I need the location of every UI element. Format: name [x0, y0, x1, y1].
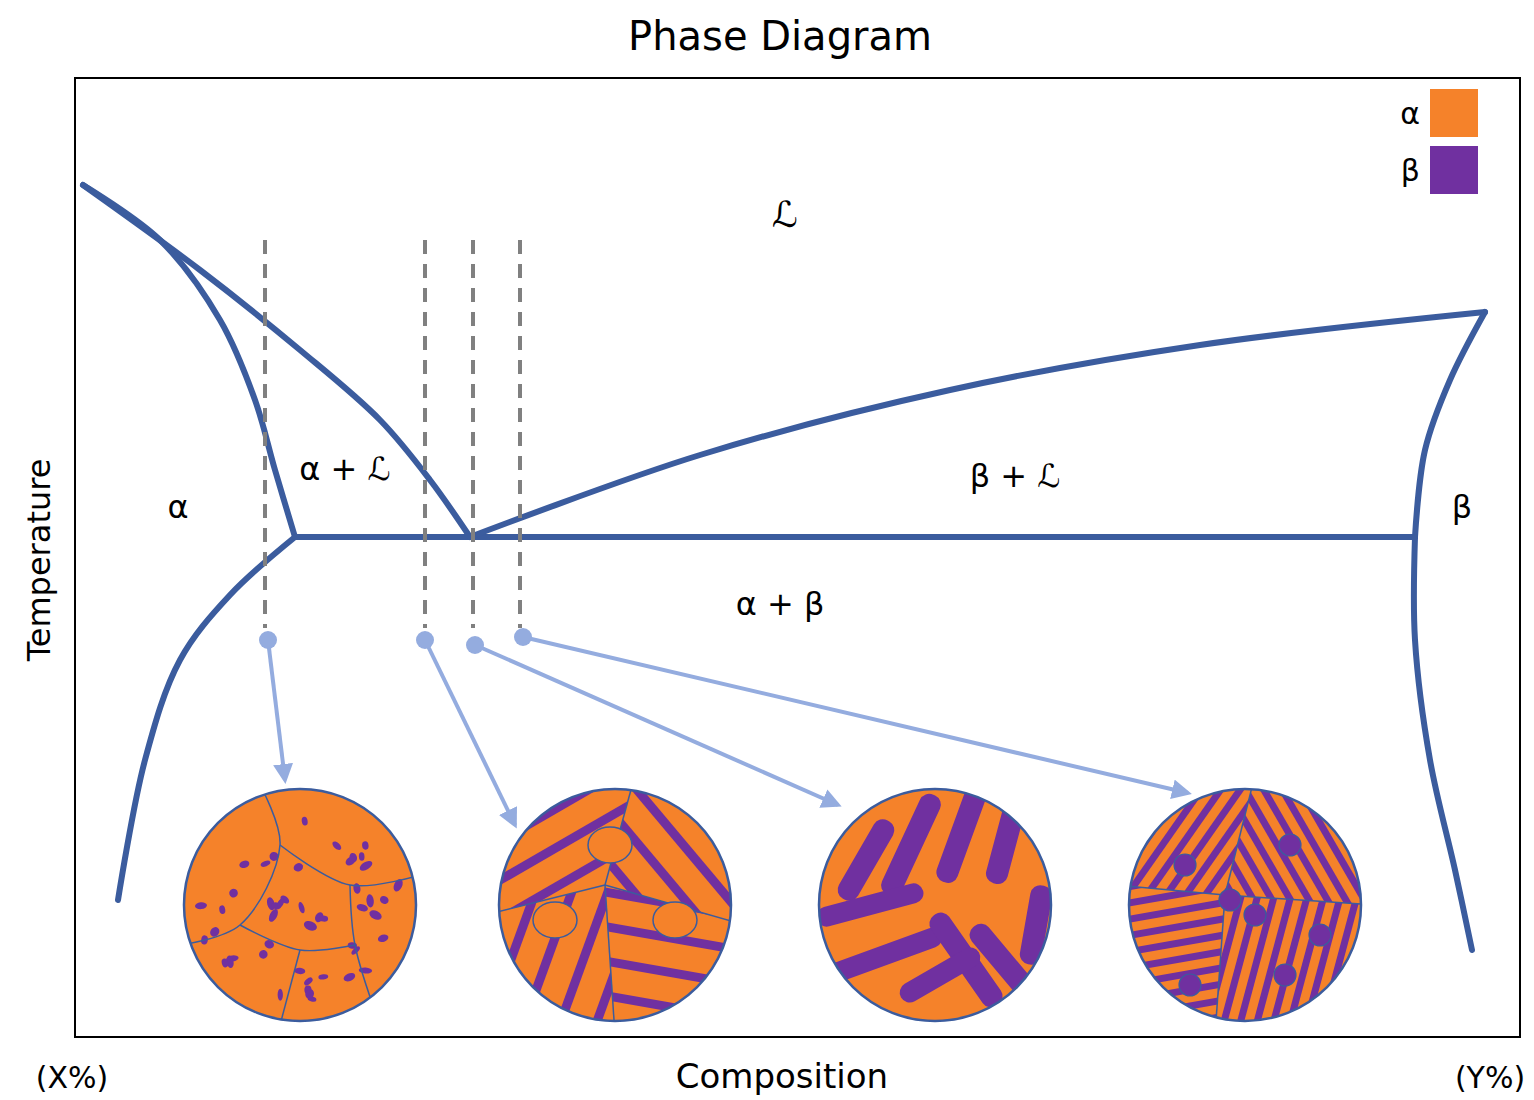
hypereutectic-micrograph	[987, 647, 1507, 1100]
phase-boundary	[1415, 312, 1485, 537]
composition-dot	[416, 631, 434, 649]
axis-end-label: (Y%)	[1455, 1061, 1525, 1094]
phase-boundary	[470, 312, 1485, 537]
phase-label: α	[167, 490, 188, 525]
phase-label: ℒ	[772, 195, 798, 235]
legend-swatch	[1430, 146, 1478, 194]
composition-guide	[423, 240, 427, 628]
composition-dot	[259, 631, 277, 649]
hypoeutectic-alpha-micrograph	[180, 785, 420, 1025]
phase-label: β + ℒ	[970, 459, 1061, 494]
composition-dot	[514, 628, 532, 646]
pointer-arrow	[523, 637, 1188, 793]
phase-boundary	[295, 534, 1415, 540]
axis-end-label: (X%)	[36, 1061, 108, 1094]
phase-boundary	[83, 185, 470, 537]
pointer-arrow	[425, 640, 515, 825]
micrograph-border	[499, 789, 731, 1021]
composition-guide	[263, 240, 267, 628]
legend-label: β	[1401, 154, 1420, 187]
phase-label: α + β	[736, 587, 825, 622]
phase-boundary	[1414, 537, 1472, 950]
legend-swatch	[1430, 89, 1478, 137]
phase-label: β	[1452, 490, 1472, 525]
axis-title: Temperature	[22, 459, 57, 662]
micrograph-border	[819, 789, 1051, 1021]
composition-guide	[471, 240, 475, 628]
axis-title: Composition	[676, 1058, 888, 1095]
phase-label: α + ℒ	[299, 452, 390, 487]
composition-guide	[518, 240, 522, 628]
near-eutectic-micrograph	[354, 651, 860, 1100]
diagram-title: Phase Diagram	[628, 14, 932, 58]
eutectic-micrograph	[814, 784, 1053, 1023]
micrograph-border	[184, 789, 416, 1021]
legend-label: α	[1400, 97, 1420, 130]
composition-dot	[466, 636, 484, 654]
pointer-arrow	[268, 640, 285, 780]
micrograph-border	[1129, 789, 1361, 1021]
